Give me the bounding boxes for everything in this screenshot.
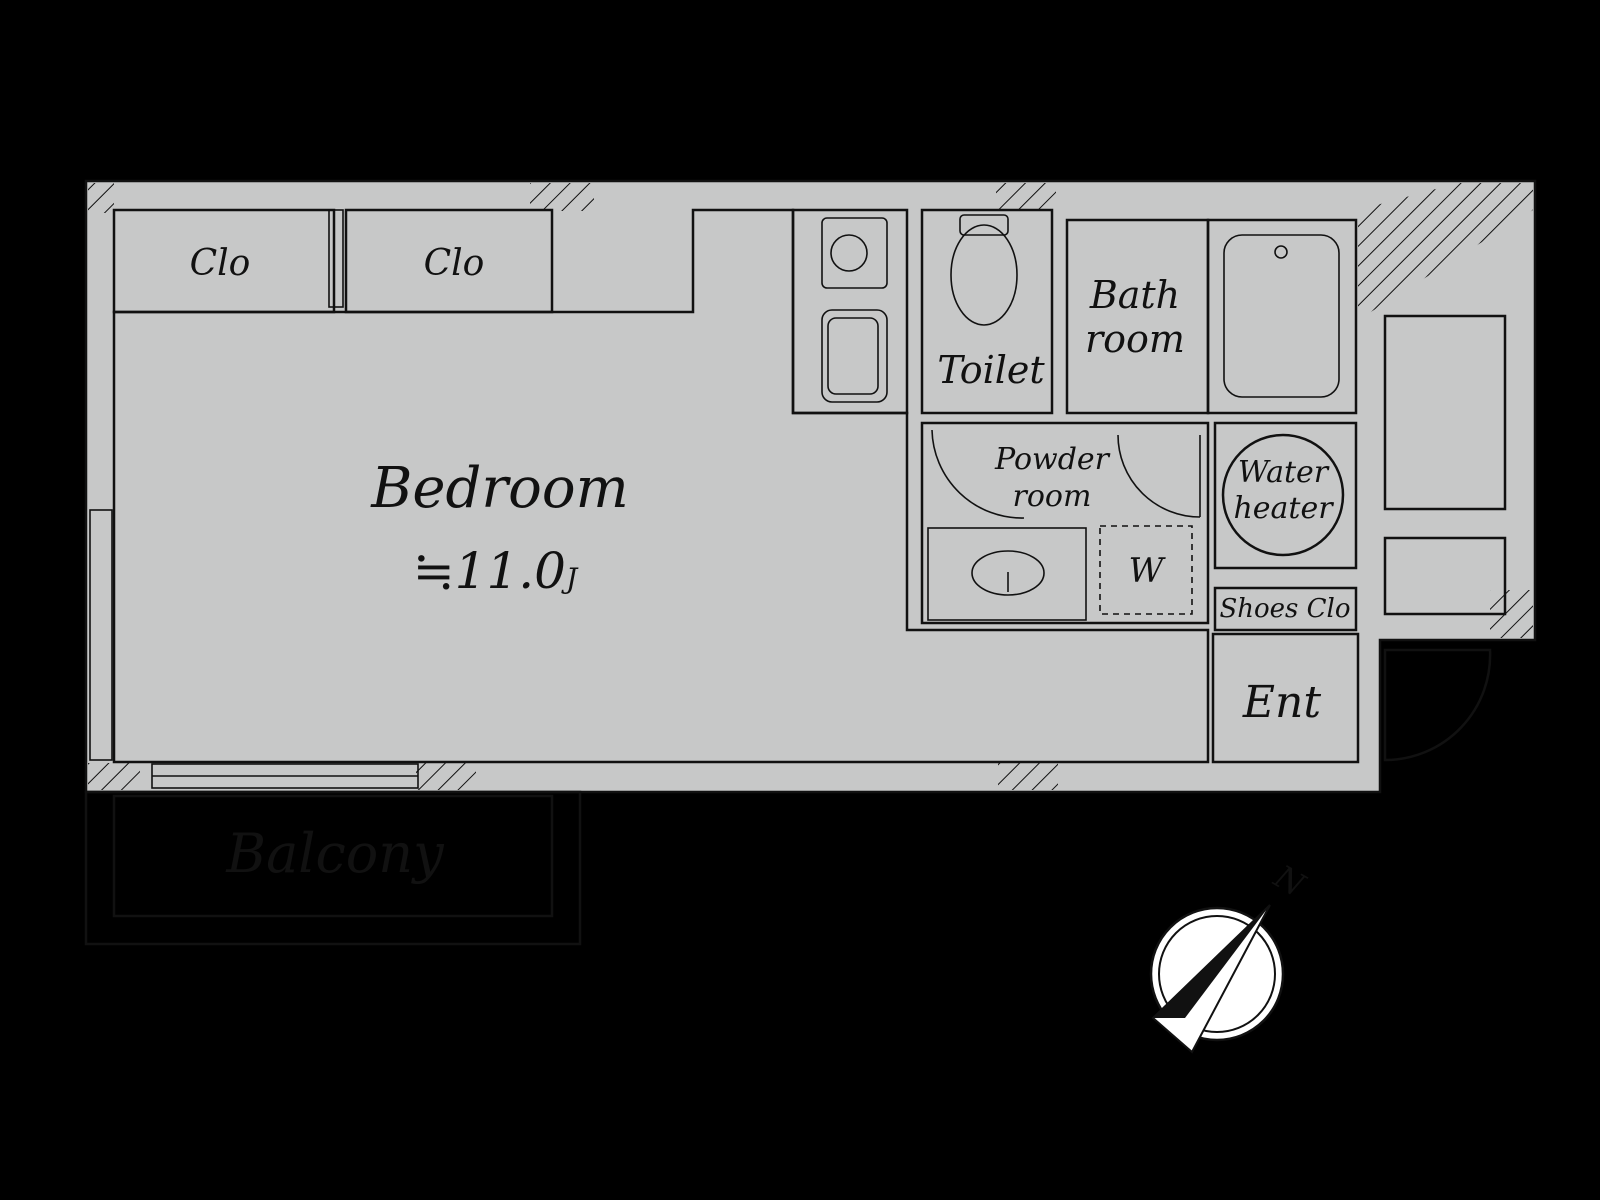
stove <box>821 217 888 289</box>
powder-room-label-1: Powder <box>994 442 1111 477</box>
closet-2-area <box>344 208 554 314</box>
wall-hatch-bottom-left <box>88 763 140 790</box>
closet-1-area <box>112 208 336 314</box>
exterior-box-upper <box>1383 314 1507 511</box>
kitchen-sink <box>821 309 888 403</box>
powder-room-label-2: room <box>1013 479 1092 514</box>
balcony-inner <box>112 794 554 918</box>
entrance-door <box>1383 648 1492 762</box>
water-heater-label-2: heater <box>1233 491 1334 526</box>
wall-hatch-right-corner <box>1358 183 1533 320</box>
water-heater-label-1: Water <box>1238 455 1330 490</box>
compass: N <box>1149 857 1312 1054</box>
powder-room-area <box>920 421 1210 625</box>
compass-needle-shade <box>1153 905 1270 1018</box>
entrance-area <box>1211 632 1360 764</box>
balcony-outer <box>84 790 582 946</box>
wall-hatch-top-right <box>996 183 1056 211</box>
bath-room-tub-area <box>1206 218 1358 415</box>
wall-hatch-bottom-right <box>998 763 1058 790</box>
vanity-area <box>927 527 1087 621</box>
toilet-bowl <box>950 224 1018 326</box>
water-heater-space <box>1213 421 1358 570</box>
bath-room-label-1: Bath <box>1089 273 1180 317</box>
stove-burner <box>830 234 868 272</box>
exterior-box-lower <box>1383 536 1507 616</box>
wall-hatch-bottom-mid <box>416 763 476 790</box>
balcony-label: Balcony <box>225 822 445 885</box>
wall-hatch-top-mid <box>530 183 594 211</box>
washbasin <box>971 550 1045 596</box>
entrance-label: Ent <box>1242 677 1321 728</box>
bedroom-label: Bedroom <box>370 456 628 521</box>
closet-1-label: Clo <box>190 243 251 284</box>
wall-hatch-top-left <box>88 183 114 213</box>
toilet-tank <box>959 214 1009 236</box>
closet-divider <box>328 209 344 308</box>
shoes-closet-area <box>1213 586 1358 632</box>
closet-2-label: Clo <box>424 243 485 284</box>
bedroom-area-label: ≒11.0J <box>413 542 579 600</box>
powder-door-swing-left <box>931 429 1025 519</box>
toilet-room <box>920 208 1054 415</box>
shoes-closet-label: Shoes Clo <box>1219 594 1350 624</box>
bathtub <box>1223 234 1340 398</box>
powder-door-swing-right <box>1117 434 1201 518</box>
washer-label: W <box>1129 551 1167 591</box>
water-heater-tank <box>1221 433 1345 557</box>
compass-ring-inner <box>1158 915 1276 1033</box>
washer-space <box>1099 525 1193 615</box>
bathtub-drain <box>1274 245 1288 259</box>
kitchen-sink-basin <box>827 317 879 395</box>
compass-north-label: N <box>1267 857 1312 905</box>
bath-room-label-2: room <box>1085 317 1185 361</box>
kitchen-counter <box>791 208 909 415</box>
toilet-label: Toilet <box>937 348 1045 392</box>
window-left <box>89 509 113 761</box>
